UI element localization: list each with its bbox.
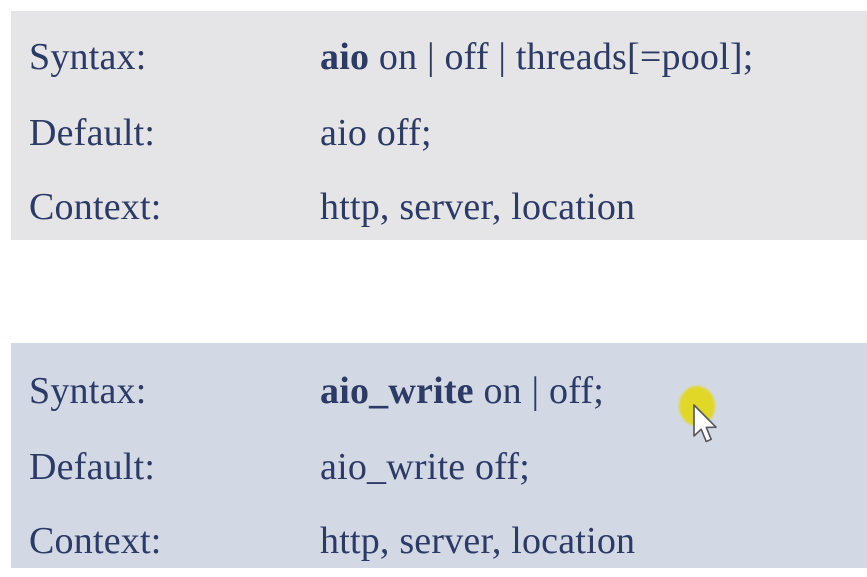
- row-label-default: Default:: [29, 112, 156, 154]
- row-label-syntax: Syntax:: [29, 370, 147, 412]
- row-label-context: Context:: [29, 520, 162, 562]
- directive-row-syntax: Syntax: aio_write on | off;: [11, 359, 867, 423]
- row-value-context: http, server, location: [320, 520, 636, 562]
- row-label-context: Context:: [29, 186, 162, 228]
- directive-block-aio-write: Syntax: aio_write on | off; Default: aio…: [11, 343, 867, 568]
- row-value-default: aio_write off;: [320, 446, 530, 488]
- directive-row-syntax: Syntax: aio on | off | threads[=pool];: [11, 25, 867, 89]
- directive-row-default: Default: aio off;: [11, 101, 867, 165]
- row-value-default: aio off;: [320, 112, 432, 154]
- directive-block-aio: Syntax: aio on | off | threads[=pool]; D…: [11, 11, 867, 240]
- directive-keyword: aio: [320, 36, 370, 78]
- directive-row-context: Context: http, server, location: [11, 175, 867, 239]
- row-value-syntax: aio on | off | threads[=pool];: [320, 25, 754, 89]
- directive-row-context: Context: http, server, location: [11, 509, 867, 573]
- directive-arguments: on | off;: [473, 370, 605, 412]
- row-label-syntax: Syntax:: [29, 36, 147, 78]
- directive-keyword: aio_write: [320, 370, 474, 412]
- row-value-context: http, server, location: [320, 186, 636, 228]
- row-label-default: Default:: [29, 446, 156, 488]
- row-value-syntax: aio_write on | off;: [320, 359, 604, 423]
- directive-row-default: Default: aio_write off;: [11, 435, 867, 499]
- directive-arguments: on | off | threads[=pool];: [369, 36, 754, 78]
